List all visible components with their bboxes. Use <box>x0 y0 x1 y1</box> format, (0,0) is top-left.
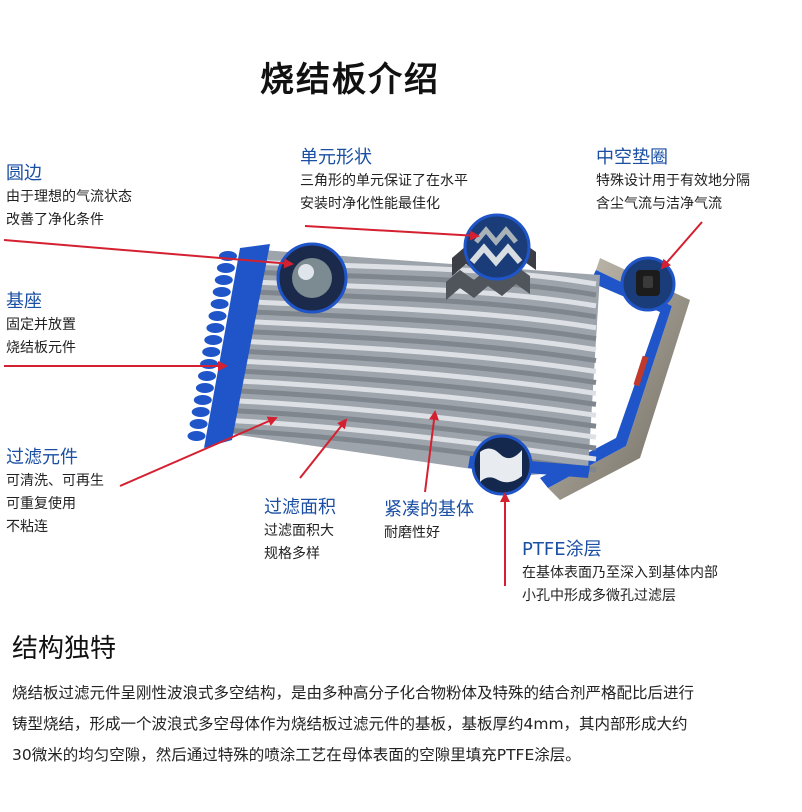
label-matrix: 紧凑的基体 耐磨性好 <box>384 498 474 545</box>
label-filter-title: 过滤元件 <box>6 447 78 468</box>
label-filter-line-3: 不粘连 <box>6 519 48 535</box>
cell-pointer-arrow <box>304 225 480 241</box>
base-tooth <box>214 275 233 285</box>
section-title: 结构独特 <box>12 634 117 664</box>
label-cell-line-2: 安装时净化性能最佳化 <box>300 196 440 212</box>
frame-blue-strip <box>540 270 672 488</box>
paragraph-line-2: 铸型烧结，形成一个波浪式多空母体作为烧结板过滤元件的基板，基板厚约4mm，其内部… <box>12 715 688 733</box>
label-area-title: 过滤面积 <box>264 497 336 518</box>
label-base-title: 基座 <box>6 291 42 312</box>
label-area-line-1: 过滤面积大 <box>264 523 334 539</box>
base-tooth <box>212 287 231 297</box>
edge-detail-circle <box>276 242 348 314</box>
label-gasket: 中空垫圈 特殊设计用于有效地分隔 含尘气流与洁净气流 <box>596 146 750 216</box>
gasket-detail-circle <box>620 256 676 312</box>
label-matrix-title: 紧凑的基体 <box>384 499 474 520</box>
label-ptfe: PTFE涂层 在基体表面乃至深入到基体内部 小孔中形成多微孔过滤层 <box>522 538 718 608</box>
corrugation-rib <box>230 378 597 418</box>
base-tooth <box>195 383 214 393</box>
base-tooth <box>206 323 225 333</box>
label-matrix-line-1: 耐磨性好 <box>384 525 440 541</box>
corrugation-rib <box>239 328 597 364</box>
corrugation-rib <box>243 308 597 342</box>
label-cell-title: 单元形状 <box>300 147 372 168</box>
corrugation-rib <box>235 348 597 385</box>
base-tooth <box>200 359 219 369</box>
label-area-line-2: 规格多样 <box>264 546 320 562</box>
label-cell: 单元形状 三角形的单元保证了在水平 安装时净化性能最佳化 <box>300 146 468 216</box>
base-tooth <box>191 407 210 417</box>
label-filter-line-2: 可重复使用 <box>6 496 76 512</box>
label-gasket-line-1: 特殊设计用于有效地分隔 <box>596 173 750 189</box>
label-ptfe-title: PTFE涂层 <box>522 539 602 560</box>
base-tooth <box>204 335 223 345</box>
cell-detail-circle <box>463 213 531 281</box>
label-base: 基座 固定并放置 烧结板元件 <box>6 290 76 360</box>
base-teeth <box>187 251 237 441</box>
edge-pointer-arrow <box>3 239 294 269</box>
label-gasket-line-2: 含尘气流与洁净气流 <box>596 196 722 212</box>
base-tooth <box>202 347 221 357</box>
label-edge-line-1: 由于理想的气流状态 <box>6 189 132 205</box>
matrix-pointer-arrow <box>424 410 439 493</box>
label-cell-line-1: 三角形的单元保证了在水平 <box>300 173 468 189</box>
base-tooth <box>189 419 208 429</box>
frame-logo-mark <box>633 355 649 387</box>
label-base-line-2: 烧结板元件 <box>6 340 76 356</box>
label-ptfe-line-1: 在基体表面乃至深入到基体内部 <box>522 565 718 581</box>
page-title: 烧结板介绍 <box>260 60 440 100</box>
corrugation-rib <box>227 397 597 440</box>
base-tooth <box>208 311 227 321</box>
paragraph-line-3: 30微米的均匀空隙，然后通过特殊的喷涂工艺在母体表面的空隙里填充PTFE涂层。 <box>12 746 581 764</box>
label-gasket-title: 中空垫圈 <box>596 147 668 168</box>
filter-pointer-arrow <box>119 416 278 487</box>
label-edge: 圆边 由于理想的气流状态 改善了净化条件 <box>6 162 132 232</box>
corrugation-rib <box>234 358 597 396</box>
label-base-line-1: 固定并放置 <box>6 317 76 333</box>
label-area: 过滤面积 过滤面积大 规格多样 <box>264 496 336 566</box>
label-edge-line-2: 改善了净化条件 <box>6 212 104 228</box>
gasket-pointer-arrow <box>660 221 703 270</box>
corrugation-rib <box>232 368 597 407</box>
base-tooth <box>198 371 216 381</box>
section-paragraph: 烧结板过滤元件呈刚性波浪式多空结构，是由多种高分子化合物粉体及特殊的结合剂严格配… <box>12 678 792 771</box>
corrugation-rib <box>228 387 597 429</box>
ptfe-detail-circle <box>471 434 533 496</box>
metal-frame <box>548 258 690 500</box>
base-tooth <box>210 299 229 309</box>
base-tooth <box>193 395 212 405</box>
label-filter-line-1: 可清洗、可再生 <box>6 473 104 489</box>
corrugation-rib <box>241 318 597 353</box>
label-filter: 过滤元件 可清洗、可再生 可重复使用 不粘连 <box>6 446 104 539</box>
paragraph-line-1: 烧结板过滤元件呈刚性波浪式多空结构，是由多种高分子化合物粉体及特殊的结合剂严格配… <box>12 684 695 702</box>
area-pointer-arrow <box>299 418 348 479</box>
label-ptfe-line-2: 小孔中形成多微孔过滤层 <box>522 588 676 604</box>
label-edge-title: 圆边 <box>6 163 42 184</box>
base-tooth <box>216 263 235 273</box>
base-tooth <box>187 431 206 441</box>
corrugation-rib <box>225 407 597 451</box>
base-block <box>204 244 270 448</box>
corrugation-rib <box>237 338 597 375</box>
